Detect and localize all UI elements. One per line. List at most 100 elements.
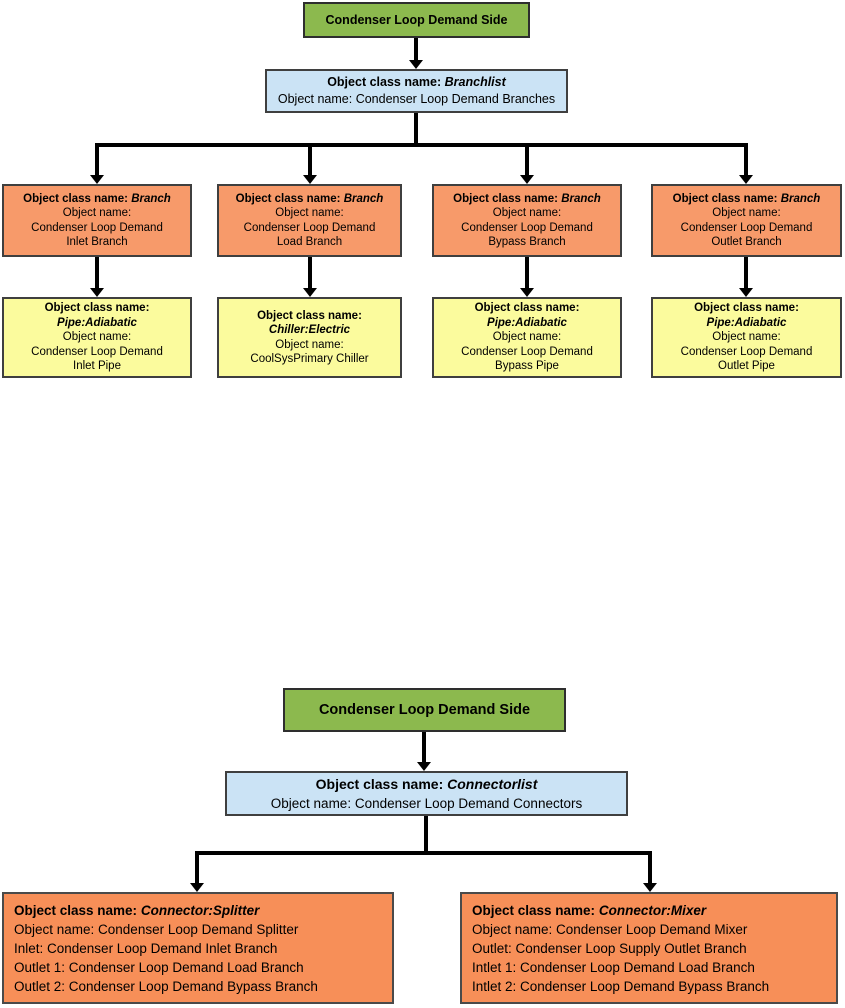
class-label: Object class name: [23,192,128,205]
object-name-label: Object name: [62,331,132,344]
class-label: Object class name: [474,302,580,315]
class-name: Branch [780,192,821,205]
class-name: Branch [561,192,601,205]
class-label: Object class name: [14,902,138,918]
arrowhead-icon [303,288,317,297]
branch-rail-line [95,143,748,147]
class-name-line: Object class name: Connector:Splitter [14,901,382,920]
connectorlist-box: Object class name: Connectorlist Object … [225,771,628,816]
branch-box-load: Object class name: Branch Object name: C… [217,184,402,257]
object-name-line: Inlet Branch [66,236,128,248]
object-name-line: Condenser Loop Demand [31,221,163,234]
object-name-line: Bypass Pipe [495,360,559,373]
class-label: Object class name: [315,775,444,792]
component-box-inlet-pipe: Object class name: Pipe:Adiabatic Object… [2,297,192,378]
class-label: Object class name: [257,309,362,322]
class-name-line: Object class name: Branch [653,192,840,207]
class-label: Object class name: [672,192,778,205]
connector-line [414,38,418,60]
arrowhead-icon [90,288,104,297]
class-label: Object class name: [472,902,596,918]
object-name-label: Object name: [275,207,344,219]
object-name-line: Condenser Loop Demand [680,345,813,358]
branch-box-inlet: Object class name: Branch Object name: C… [2,184,192,257]
class-name-line: Object class name: Branch [4,192,190,207]
object-name-line: Outlet Pipe [718,360,775,373]
connector-line [744,257,748,288]
object-name-label: Object name: [62,207,132,219]
connector-line [525,143,529,176]
outlet2-line: Outlet 2: Condenser Loop Demand Bypass B… [14,978,318,994]
object-name-line: Outlet Branch [711,236,782,248]
object-name-line: Condenser Loop Demand [461,221,593,234]
connector-line [744,143,748,176]
connector-root-box: Condenser Loop Demand Side [283,688,566,732]
connector-mixer-box: Object class name: Connector:Mixer Objec… [460,892,838,1004]
object-name-line: Condenser Loop Demand [461,345,593,358]
arrowhead-icon [520,175,534,184]
arrowhead-icon [643,883,657,892]
class-name: Connector:Mixer [598,902,707,918]
connector-splitter-box: Object class name: Connector:Splitter Ob… [2,892,394,1004]
connector-root-label: Condenser Loop Demand Side [318,702,531,718]
object-name-label: Object name: [492,331,562,344]
object-name-line: Object name: Condenser Loop Demand Branc… [277,92,556,106]
class-name: Branchlist [444,75,506,89]
inlet1-line: Intlet 1: Condenser Loop Demand Load Bra… [472,959,755,975]
branch-box-bypass: Object class name: Branch Object name: C… [432,184,622,257]
connector-line [414,113,418,147]
class-name: Connectorlist [447,775,538,792]
class-name: Pipe:Adiabatic [487,316,567,329]
class-name: Connector:Splitter [140,902,260,918]
connector-line [308,143,312,176]
arrowhead-icon [417,762,431,771]
connector-rail-line [195,851,652,855]
object-name-label: Object name: [712,331,781,344]
component-box-bypass-pipe: Object class name: Pipe:Adiabatic Object… [432,297,622,378]
arrowhead-icon [520,288,534,297]
outlet-line: Outlet: Condenser Loop Supply Outlet Bra… [472,940,747,956]
class-name-line: Object class name: Branch [434,192,620,207]
object-name-line: Bypass Branch [488,236,566,248]
class-name: Pipe:Adiabatic [706,316,787,329]
outlet1-line: Outlet 1: Condenser Loop Demand Load Bra… [14,959,304,975]
class-name-line: Object class name: Branch [219,192,400,207]
arrowhead-icon [739,175,753,184]
object-name-label: Object name: [275,338,344,351]
arrowhead-icon [739,288,753,297]
branch-box-outlet: Object class name: Branch Object name: C… [651,184,842,257]
class-name: Pipe:Adiabatic [57,316,137,329]
object-name-line: CoolSysPrimary Chiller [250,353,369,365]
object-name-line: Condenser Loop Demand [243,221,376,234]
component-box-chiller: Object class name: Chiller:Electric Obje… [217,297,402,378]
object-name-label: Object name: [492,207,562,219]
class-name-line: Object class name: Branchlist [267,74,566,91]
class-name: Branch [343,192,384,205]
connector-line [424,816,428,855]
object-name-line: Inlet Pipe [73,360,121,373]
branch-root-box: Condenser Loop Demand Side [303,2,530,38]
class-label: Object class name: [453,192,558,205]
branch-root-label: Condenser Loop Demand Side [325,13,508,27]
arrowhead-icon [90,175,104,184]
object-name-label: Object name: [712,207,781,219]
component-box-outlet-pipe: Object class name: Pipe:Adiabatic Object… [651,297,842,378]
class-label: Object class name: [44,302,150,315]
object-name-line: Object name: Condenser Loop Demand Split… [14,921,299,937]
connector-line [422,732,426,762]
arrowhead-icon [190,883,204,892]
object-name-line: Load Branch [276,236,343,248]
inlet-line: Inlet: Condenser Loop Demand Inlet Branc… [14,940,278,956]
connector-line [95,143,99,176]
class-name: Chiller:Electric [268,324,351,336]
object-name-line: Condenser Loop Demand [31,345,163,358]
connector-line [308,257,312,288]
connector-line [95,257,99,288]
object-name-line: Object name: Condenser Loop Demand Mixer [472,921,748,937]
class-label: Object class name: [327,75,442,89]
arrowhead-icon [303,175,317,184]
object-name-line: Condenser Loop Demand [680,221,813,234]
class-name-line: Object class name: Connectorlist [227,774,626,794]
inlet2-line: Intlet 2: Condenser Loop Demand Bypass B… [472,978,770,994]
